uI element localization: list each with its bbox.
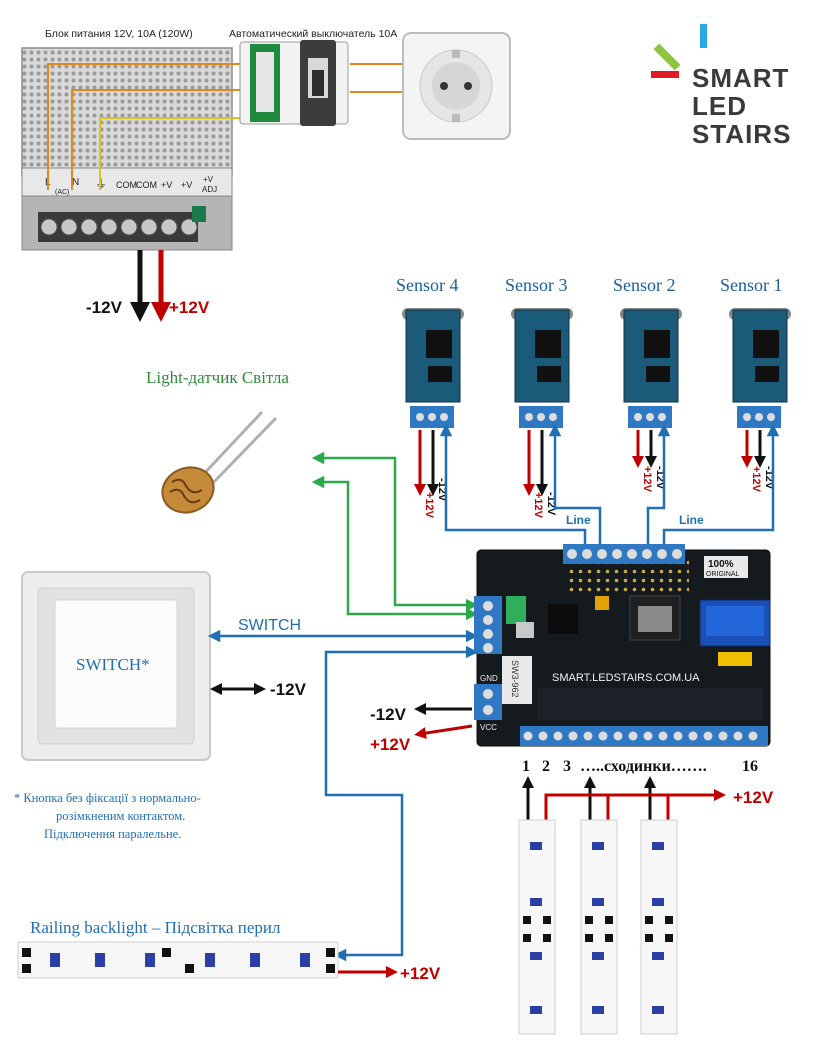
breaker-title: Автоматический выключатель 10A [229, 28, 397, 40]
note-line-3: Підключення паралельне. [44, 827, 181, 841]
original-badge: 100% ORIGINAL [704, 556, 748, 578]
sensor-1-power-wires: +12V -12V [741, 430, 775, 493]
line-label-right: Line [679, 513, 704, 527]
gnd-label: GND [480, 674, 498, 683]
ac-wiring [47, 63, 420, 190]
logo-mark-icon [651, 24, 707, 78]
wall-switch: SWITCH* [21, 571, 211, 761]
led-strip-3 [640, 819, 678, 1035]
note-line-1: * Кнопка без фіксації з нормально- [14, 791, 201, 805]
light-sensor-wires [311, 451, 479, 621]
step-number-1: 1 [522, 758, 530, 775]
circuit-breaker [239, 40, 349, 126]
switch-wire-label: SWITCH [238, 617, 301, 634]
psu-terminal-v1: +V [161, 180, 172, 190]
led-strip-1 [518, 819, 556, 1035]
badge-top-text: 100% [708, 559, 734, 570]
badge-bottom-text: ORIGINAL [706, 571, 740, 578]
sensor-3-board [511, 308, 573, 428]
vcc-label: VCC [480, 723, 497, 732]
power-supply: L N (AC) ⏚ COM COM +V +V +V ADJ [21, 47, 233, 251]
psu-output-wires: -12V +12V [86, 250, 210, 322]
railing-signal-wire [324, 645, 479, 962]
line-label-left: Line [566, 513, 591, 527]
psu-minus-label: -12V [86, 298, 123, 317]
controller-power-wires: -12V +12V [370, 703, 473, 754]
output-terminal-block [520, 726, 768, 746]
sensor-2-power-wires: +12V -12V [632, 430, 666, 493]
railing-label: Railing backlight – Підсвітка перил [30, 918, 281, 937]
psu-terminal-ground: ⏚ [95, 177, 107, 191]
led-strip-2 [580, 819, 618, 1035]
sensor-4-plus-label: +12V [423, 492, 435, 519]
sensor-2-plus-label: +12V [641, 466, 653, 493]
sensor-4-board [402, 308, 464, 428]
steps-label: …..сходинки……. [580, 758, 707, 775]
photoresistor [161, 410, 278, 514]
power-in-minus: -12V [370, 705, 407, 724]
sensor-3-label: Sensor 3 [505, 275, 568, 295]
psu-title: Блок питания 12V, 10A (120W) [45, 28, 193, 40]
step-number-16: 16 [742, 758, 758, 775]
logo-line-stairs: STAIRS [692, 119, 791, 149]
light-sensor-title: Light-датчик Світла [146, 368, 289, 387]
psu-ac-label: (AC) [55, 189, 69, 196]
sensor-terminal-block [563, 544, 685, 564]
sensor-1-plus-label: +12V [750, 466, 762, 493]
psu-terminal-v2: +V [181, 180, 192, 190]
note-line-2: розімкненим контактом. [56, 809, 185, 823]
input-terminal-block [474, 596, 502, 654]
logo-line-smart: SMART [692, 63, 789, 93]
step-number-3: 3 [563, 758, 571, 775]
power-socket [402, 32, 511, 140]
step-number-2: 2 [542, 758, 550, 775]
power-terminal-block [474, 684, 502, 720]
psu-terminal-com2: COM [136, 180, 157, 190]
controller-site: SMART.LEDSTAIRS.COM.UA [552, 672, 700, 684]
psu-adj-label: ADJ [202, 185, 217, 194]
regulator-label: SW3-962 [510, 660, 520, 698]
psu-plus-label: +12V [169, 298, 210, 317]
sensor-3-plus-label: +12V [532, 492, 544, 519]
smart-led-stairs-logo: SMART LED STAIRS [651, 24, 791, 149]
switch-minus-label: -12V [270, 680, 307, 699]
power-in-plus: +12V [370, 735, 411, 754]
sensor-1-label: Sensor 1 [720, 275, 783, 295]
psu-terminal-com1: COM [116, 180, 137, 190]
logo-line-led: LED [692, 91, 747, 121]
railing-led-strip [17, 941, 339, 979]
psu-terminal-v3: +V [203, 175, 214, 184]
psu-terminal-n: N [72, 177, 79, 188]
sensor-2-board [620, 308, 682, 428]
sensor-4-label: Sensor 4 [396, 275, 459, 295]
steps-plus-label: +12V [733, 788, 774, 807]
railing-plus-label: +12V [400, 964, 441, 983]
sensor-3-power-wires: +12V -12V [523, 430, 557, 519]
psu-terminal-screws [38, 212, 198, 242]
controller-board: GND VCC SW3-962 100% ORIGINAL SMART.LEDS… [474, 544, 771, 747]
sensor-4-power-wires: +12V -12V [414, 430, 448, 519]
sensor-1-board [729, 308, 791, 428]
sensor-signal-wires [439, 423, 780, 557]
switch-face-label: SWITCH* [76, 655, 150, 674]
sensor-2-label: Sensor 2 [613, 275, 676, 295]
